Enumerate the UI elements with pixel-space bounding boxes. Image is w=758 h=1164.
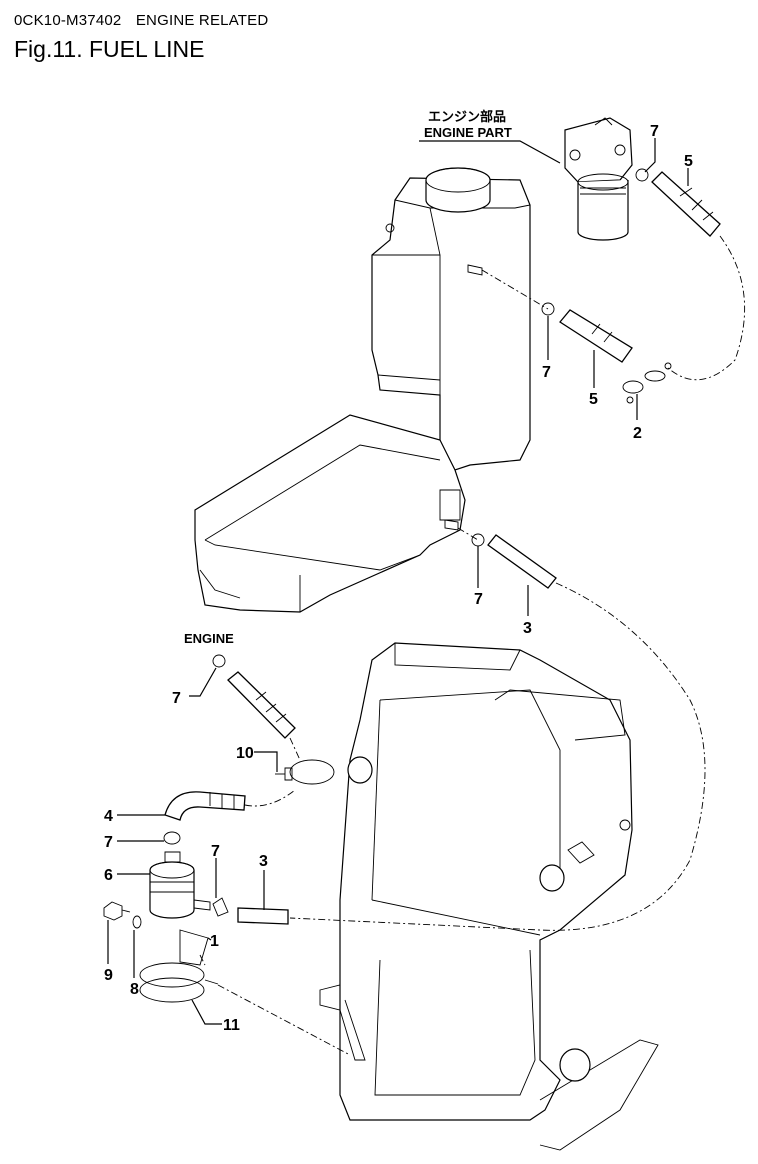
callout-7-tank: 7 [542,364,551,381]
hose-4 [164,791,246,821]
clamp-2 [622,362,672,404]
engine-part-en-label: ENGINE PART [424,125,512,140]
callout-6: 6 [104,867,113,884]
figure-title: Fig.11. FUEL LINE [14,36,205,62]
callout-1: 1 [210,933,219,950]
section-title: ENGINE RELATED [135,12,269,29]
engine-fuel-filter [564,117,633,241]
hose-engine [227,671,296,739]
hose-3-lower [237,907,289,925]
part-code: 0CK10-M37402 [14,12,122,29]
clip-7e [163,831,181,845]
callout-9: 9 [104,967,113,984]
callout-11: 11 [223,1017,240,1034]
callout-5-top: 5 [684,153,693,170]
clamp-10 [275,759,335,785]
clip-7b [541,302,555,316]
engine-part-jp-label: エンジン部品 [428,109,506,124]
callout-7-lower-tank: 7 [474,591,483,608]
clip-7c [471,533,485,547]
clip-7f [212,897,229,917]
band-11 [139,962,219,1003]
callout-8: 8 [130,981,139,998]
callout-7-outlet: 7 [211,843,220,860]
leaders [107,138,689,1025]
bolt-9 [103,901,131,921]
radiator-frame [319,642,659,1151]
callout-labels: エンジン部品 ENGINE PART ENGINE 7 5 7 5 2 7 3 … [104,109,693,1034]
callout-5-tank: 5 [589,391,598,408]
fuel-strainer-6 [149,851,211,919]
washer-8 [132,915,142,929]
callout-2: 2 [633,425,642,442]
routing-lines [199,235,745,1056]
engine-part-leader [419,140,561,164]
hose-3-upper [487,534,557,589]
callout-10: 10 [236,745,254,762]
callout-7-engine: 7 [172,690,181,707]
bracket-1 [179,929,209,966]
hose-5-middle [559,309,633,363]
callout-4: 4 [104,808,113,825]
hose-5-upper [651,171,721,237]
clip-7d [212,654,226,668]
callout-3-lower: 3 [259,853,268,870]
fuel-tank [194,167,531,613]
clip-7a [635,168,649,182]
document-code: 0CK10-M37402 ENGINE RELATED [14,12,278,29]
callout-7-strainer: 7 [104,834,113,851]
callout-3-upper: 3 [523,620,532,637]
callout-7-top: 7 [650,123,659,140]
engine-label: ENGINE [184,631,234,646]
